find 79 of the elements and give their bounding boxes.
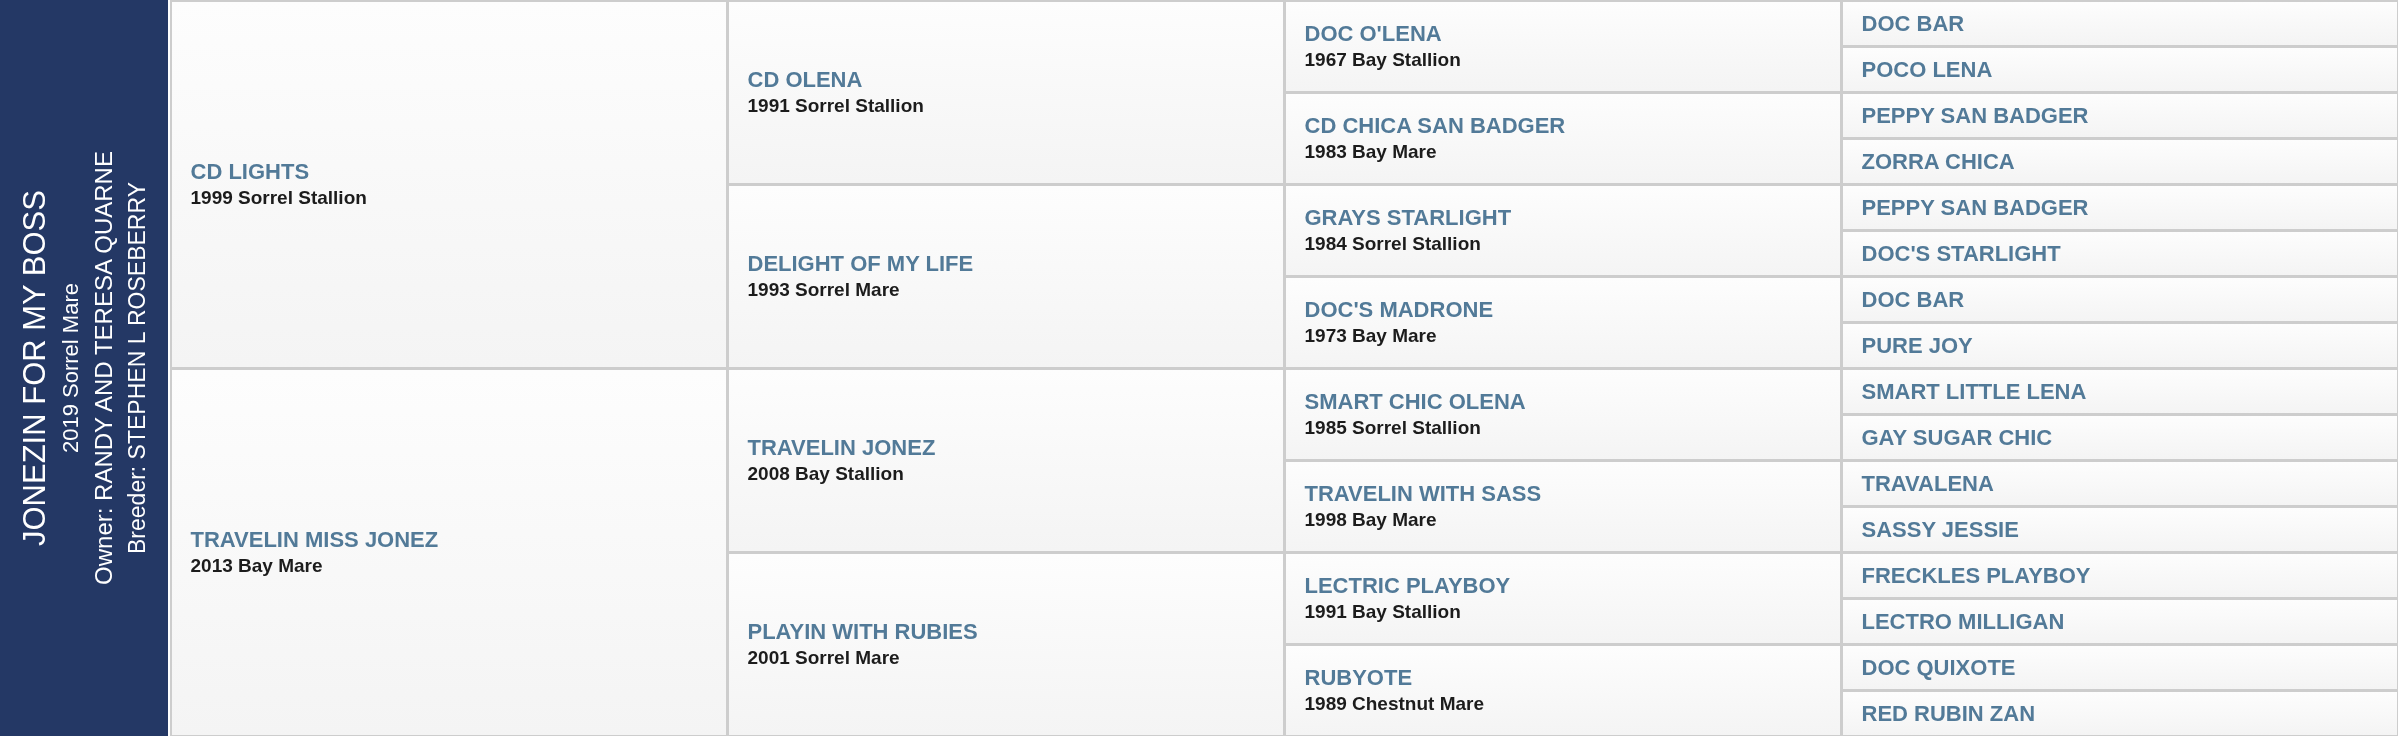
- horse-name: PLAYIN WITH RUBIES: [747, 618, 978, 645]
- horse-name: DOC BAR: [1861, 285, 1965, 313]
- horse-name: GAY SUGAR CHIC: [1861, 423, 2053, 451]
- pedigree-cell: [728, 369, 1283, 551]
- pedigree-cell: [728, 553, 1283, 735]
- pedigree-cell: [1285, 645, 1840, 735]
- horse-name: DOC QUIXOTE: [1861, 653, 2016, 681]
- horse-name: RED RUBIN ZAN: [1861, 699, 2036, 727]
- pedigree-cell: [1285, 1, 1840, 91]
- horse-name: DOC O'LENA: [1304, 20, 1442, 47]
- horse-name: POCO LENA: [1861, 55, 1993, 83]
- pedigree-cell: [728, 185, 1283, 367]
- horse-name: LECTRIC PLAYBOY: [1304, 572, 1511, 599]
- horse-details: 1973 Bay Mare: [1304, 324, 1437, 348]
- horse-name: PEPPY SAN BADGER: [1861, 101, 2089, 129]
- horse-name: DOC'S STARLIGHT: [1861, 239, 2061, 267]
- pedigree-cell: [1285, 93, 1840, 183]
- pedigree-cell: [1842, 369, 2397, 413]
- pedigree-cell: [1842, 139, 2397, 183]
- horse-name: RUBYOTE: [1304, 664, 1413, 691]
- pedigree-cell: [1842, 645, 2397, 689]
- horse-name: DELIGHT OF MY LIFE: [747, 250, 974, 277]
- horse-details: 1985 Sorrel Stallion: [1304, 416, 1481, 440]
- horse-details: 1983 Bay Mare: [1304, 140, 1437, 164]
- horse-name: TRAVALENA: [1861, 469, 1994, 497]
- horse-details: 1991 Bay Stallion: [1304, 600, 1461, 624]
- horse-name: SMART CHIC OLENA: [1304, 388, 1526, 415]
- pedigree-cell: [1285, 277, 1840, 367]
- subject-name: JONEZIN FOR MY BOSS: [15, 190, 53, 546]
- pedigree-cell: [1842, 185, 2397, 229]
- pedigree-cell: [1842, 277, 2397, 321]
- horse-details: 2013 Bay Mare: [190, 554, 323, 578]
- pedigree-cell: [1285, 553, 1840, 643]
- horse-name: CD CHICA SAN BADGER: [1304, 112, 1566, 139]
- pedigree-cell: [1842, 1, 2397, 45]
- horse-name: GRAYS STARLIGHT: [1304, 204, 1512, 231]
- horse-name: PEPPY SAN BADGER: [1861, 193, 2089, 221]
- subject-details: 2019 Sorrel Mare: [56, 283, 84, 453]
- pedigree-cell: [1285, 185, 1840, 275]
- horse-name: SASSY JESSIE: [1861, 515, 2019, 543]
- subject-panel: [0, 0, 168, 736]
- pedigree-cell: [1285, 461, 1840, 551]
- pedigree-cell: [171, 369, 726, 735]
- owner-line: Owner: RANDY AND TERESA QUARNE: [88, 151, 118, 585]
- horse-details: 1989 Chestnut Mare: [1304, 692, 1484, 716]
- horse-details: 1998 Bay Mare: [1304, 508, 1437, 532]
- horse-name: TRAVELIN MISS JONEZ: [190, 526, 439, 553]
- pedigree-cell: [1842, 691, 2397, 735]
- pedigree-cell: [1285, 369, 1840, 459]
- pedigree-cell: [1842, 93, 2397, 137]
- pedigree-cell: [1842, 507, 2397, 551]
- horse-details: 1991 Sorrel Stallion: [747, 94, 924, 118]
- pedigree-cell: [1842, 553, 2397, 597]
- horse-details: 1984 Sorrel Stallion: [1304, 232, 1481, 256]
- pedigree-cell: [1842, 461, 2397, 505]
- pedigree-cell: [1842, 599, 2397, 643]
- horse-name: ZORRA CHICA: [1861, 147, 2015, 175]
- horse-name: TRAVELIN WITH SASS: [1304, 480, 1542, 507]
- pedigree-cell: [1842, 415, 2397, 459]
- horse-name: CD OLENA: [747, 66, 863, 93]
- horse-name: PURE JOY: [1861, 331, 1973, 359]
- pedigree-cell: [728, 1, 1283, 183]
- horse-name: TRAVELIN JONEZ: [747, 434, 936, 461]
- horse-name: LECTRO MILLIGAN: [1861, 607, 2065, 635]
- horse-details: 1967 Bay Stallion: [1304, 48, 1461, 72]
- pedigree-cell: [1842, 323, 2397, 367]
- pedigree-cell: [171, 1, 726, 367]
- horse-name: SMART LITTLE LENA: [1861, 377, 2087, 405]
- horse-details: 1999 Sorrel Stallion: [190, 186, 367, 210]
- horse-name: FRECKLES PLAYBOY: [1861, 561, 2091, 589]
- horse-details: 2001 Sorrel Mare: [747, 646, 900, 670]
- horse-name: DOC BAR: [1861, 9, 1965, 37]
- breeder-line: Breeder: STEPHEN L ROSEBERRY: [122, 182, 151, 554]
- horse-name: DOC'S MADRONE: [1304, 296, 1494, 323]
- horse-name: CD LIGHTS: [190, 158, 310, 185]
- pedigree-cell: [1842, 231, 2397, 275]
- horse-details: 2008 Bay Stallion: [747, 462, 904, 486]
- pedigree-cell: [1842, 47, 2397, 91]
- horse-details: 1993 Sorrel Mare: [747, 278, 900, 302]
